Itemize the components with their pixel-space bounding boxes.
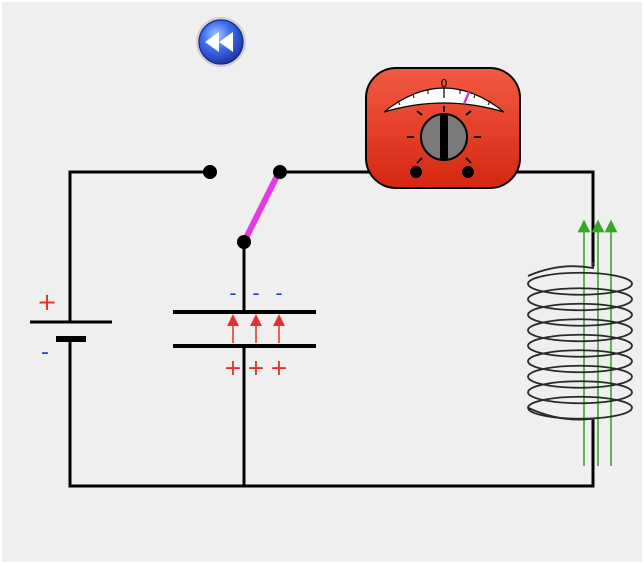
dial-tick bbox=[465, 110, 472, 116]
coil-winding bbox=[527, 349, 633, 374]
coil-winding bbox=[527, 380, 633, 405]
dial-tick bbox=[416, 110, 423, 116]
wire-bottom-rail bbox=[68, 336, 595, 488]
meter-scale-zero-label: 0 bbox=[441, 77, 448, 90]
meter-scale-window bbox=[383, 87, 505, 113]
rewind-icon bbox=[205, 32, 233, 52]
coil-winding bbox=[527, 287, 633, 312]
capacitor-positive-charge: + bbox=[224, 356, 242, 381]
inductor-coil bbox=[527, 219, 633, 466]
meter-knob-pointer bbox=[440, 115, 448, 159]
coil-winding bbox=[527, 302, 633, 327]
capacitor: - - - + + + bbox=[173, 281, 316, 381]
dial-tick bbox=[465, 157, 472, 164]
scale-tick bbox=[412, 93, 415, 99]
rewind-chevron bbox=[219, 32, 233, 52]
wire-battery-top bbox=[68, 170, 212, 324]
rewind-chevron bbox=[205, 32, 219, 52]
capacitor-negative-charge: - bbox=[252, 281, 259, 305]
meter-dial-ticks bbox=[407, 106, 481, 164]
coil-winding bbox=[527, 333, 633, 358]
capacitor-negative-charge: - bbox=[229, 281, 236, 305]
meter-needle bbox=[462, 91, 471, 105]
switch-pivot[interactable] bbox=[237, 235, 251, 249]
coil-winding bbox=[527, 271, 633, 296]
meter-terminal-right bbox=[462, 166, 474, 178]
capacitor-field-arrows bbox=[227, 314, 285, 343]
coil-lead-bottom bbox=[527, 406, 594, 421]
meter-scale-ticks bbox=[397, 90, 491, 106]
battery: + - bbox=[30, 288, 112, 365]
scale-tick bbox=[487, 100, 491, 106]
scale-tick bbox=[473, 93, 476, 99]
coil-lead-top bbox=[527, 262, 594, 277]
capacitor-negative-charge: - bbox=[275, 281, 282, 305]
coil-winding bbox=[527, 364, 633, 389]
dial-tick bbox=[416, 157, 423, 164]
rewind-button[interactable] bbox=[196, 17, 246, 67]
switch-arm[interactable] bbox=[241, 171, 281, 245]
galvanometer: 0 bbox=[365, 67, 521, 189]
coil-windings bbox=[527, 262, 633, 421]
capacitor-positive-charge: + bbox=[247, 356, 265, 381]
switch-terminal-left[interactable] bbox=[203, 165, 217, 179]
switch-terminal-right[interactable] bbox=[273, 165, 287, 179]
battery-positive-sign: + bbox=[37, 288, 57, 316]
scale-tick bbox=[397, 100, 401, 106]
battery-negative-sign: - bbox=[41, 340, 49, 365]
coil-winding bbox=[527, 318, 633, 343]
switch[interactable] bbox=[203, 165, 287, 249]
meter-terminal-left bbox=[410, 166, 422, 178]
capacitor-positive-charge: + bbox=[270, 356, 288, 381]
